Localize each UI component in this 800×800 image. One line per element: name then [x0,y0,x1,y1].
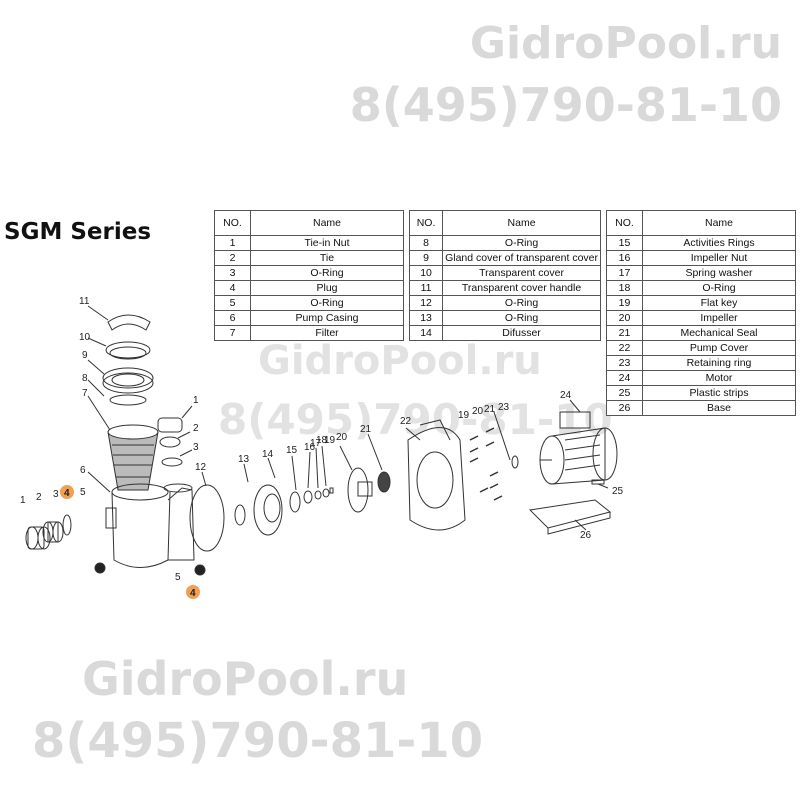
callout-13: 13 [238,454,250,465]
callout-23: 23 [498,402,510,413]
glass-cover-drawing [157,417,183,467]
callout-2b: 2 [36,492,42,503]
header-no: NO. [408,210,444,236]
callout-3b: 3 [53,489,59,500]
diffuser-drawing [253,484,283,536]
callout-4c: 4 [190,588,196,599]
callout-15: 15 [286,445,298,456]
callout-18: 18 [316,435,328,446]
part-name: Difusser [442,325,601,341]
watermark-site: GidroPool.ru [469,18,782,69]
callout-7: 7 [82,388,88,399]
spring-washer-drawing [314,490,322,500]
watermark-site: GidroPool.ru [258,338,542,384]
pump-casing-drawing [105,483,195,568]
o-ring-18-drawing [322,488,330,498]
gland-cover-drawing [102,367,154,394]
o-ring-13-drawing [234,504,246,526]
callout-highlight-4 [60,485,74,499]
motor-drawing [539,411,618,485]
callout-5c: 5 [175,572,181,583]
callout-6: 6 [80,465,86,476]
header-no: NO. [606,210,643,236]
callout-21b: 21 [484,404,496,415]
retaining-ring-drawing [511,455,519,469]
part-name: Pump Casing [250,310,404,326]
o-ring-drawing [62,514,72,536]
callout-16: 16 [304,442,316,453]
pump-cover-drawing [407,419,466,531]
callout-19: 19 [324,435,336,446]
callout-10: 10 [79,332,91,343]
callout-9: 9 [82,350,88,361]
tie-in-nut-drawing [25,526,51,550]
cover-handle-drawing [107,314,151,331]
watermark-site: GidroPool.ru [82,652,409,706]
part-name: Mechanical Seal [642,325,796,341]
callout-21: 21 [360,424,372,435]
watermark-phone: 8(495)790-81-10 [32,713,484,769]
callout-24: 24 [560,390,572,401]
callout-1b: 1 [20,495,26,506]
callout-17: 17 [310,438,322,449]
o-ring-12-drawing [189,484,225,552]
callout-2: 2 [193,423,199,434]
part-name: Transparent cover [442,265,601,281]
callout-19b: 19 [458,410,470,421]
callout-4b: 4 [64,488,70,499]
impeller-drawing [347,467,373,513]
callout-highlight-4 [186,585,200,599]
part-name: Filter [250,325,404,341]
callout-1: 1 [193,395,199,406]
callout-3: 3 [193,442,199,453]
callout-26: 26 [580,530,592,541]
callout-25: 25 [612,486,624,497]
callout-11: 11 [79,296,90,307]
flat-key-drawing [329,487,334,494]
part-name: Transparent cover handle [442,280,601,296]
callout-20b: 20 [472,406,484,417]
part-name: Base [642,400,796,416]
watermark-phone: 8(495)790-81-10 [349,78,782,132]
callout-8: 8 [82,373,88,384]
callout-22: 22 [400,416,412,427]
callout-20: 20 [336,432,348,443]
activities-ring-drawing [289,491,301,513]
callout-12: 12 [195,462,207,473]
bolt-set-drawing [469,427,503,501]
transparent-cover-drawing [105,341,151,360]
o-ring-8-drawing [109,394,147,406]
part-name: O-Ring [442,235,601,251]
mechanical-seal-drawing [377,471,391,493]
plug-drawing [94,562,106,574]
base-drawing [528,499,612,529]
part-number: 8 [408,235,444,251]
callout-5b: 5 [80,487,86,498]
callout-14: 14 [262,449,274,460]
impeller-nut-drawing [303,490,313,504]
plug-drawing [194,564,206,576]
header-name: Name [250,210,404,236]
header-name: Name [442,210,601,236]
tie-drawing [42,521,64,543]
filter-drawing [107,424,159,491]
part-name: Pump Cover [642,340,796,356]
series-title: SGM Series [4,219,152,245]
part-number: 14 [408,325,444,341]
